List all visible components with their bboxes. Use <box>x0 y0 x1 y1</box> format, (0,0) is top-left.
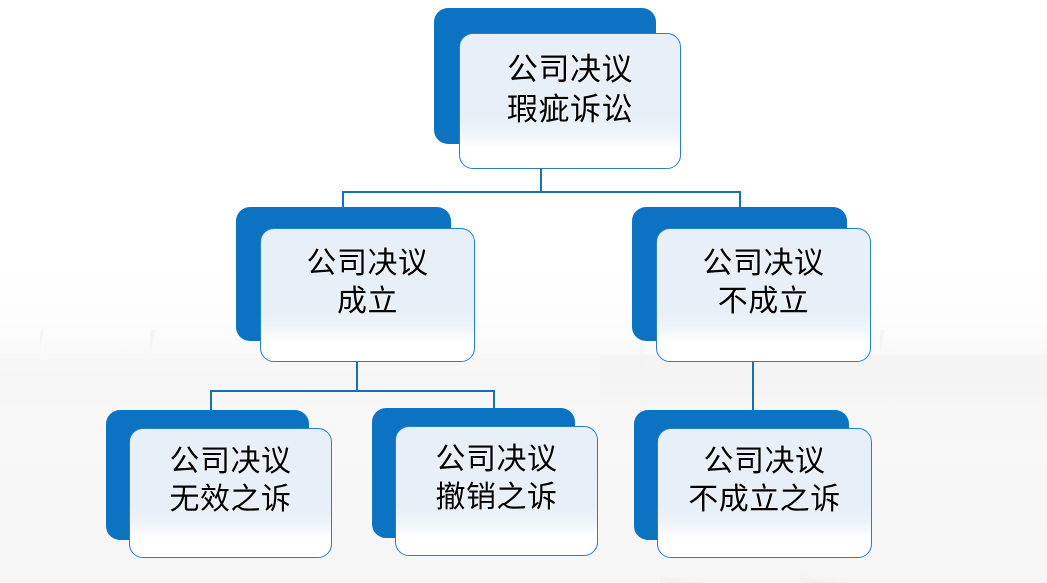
connector-to-level3-b <box>493 390 495 410</box>
connector-to-level3-c <box>752 362 754 410</box>
node-level2-right-line2: 不成立 <box>717 285 810 319</box>
node-level3-b[interactable]: 公司决议撤销之诉 <box>372 408 598 556</box>
node-level3-b-card[interactable]: 公司决议撤销之诉 <box>395 426 598 556</box>
node-level2-left[interactable]: 公司决议成立 <box>236 207 475 362</box>
node-level3-a-line1: 公司决议 <box>169 445 292 478</box>
node-level2-left-line2: 成立 <box>337 285 398 319</box>
connector-level2-left-drop <box>356 362 358 391</box>
connector-level3-bar <box>210 390 495 392</box>
node-root-line1: 公司决议 <box>507 52 633 87</box>
node-root-card[interactable]: 公司决议瑕疵诉讼 <box>459 33 681 169</box>
node-level3-a[interactable]: 公司决议无效之诉 <box>106 410 332 558</box>
node-level2-right-label: 公司决议不成立 <box>703 229 825 322</box>
node-level3-c-line2: 不成立之诉 <box>688 483 841 517</box>
node-level3-b-line1: 公司决议 <box>435 443 558 476</box>
node-level2-left-line1: 公司决议 <box>306 247 429 280</box>
node-root-line2: 瑕疵诉讼 <box>507 91 633 127</box>
node-level2-right-card[interactable]: 公司决议不成立 <box>656 228 871 362</box>
node-level2-right[interactable]: 公司决议不成立 <box>632 207 871 362</box>
node-level2-left-label: 公司决议成立 <box>307 229 429 322</box>
node-level3-c-card[interactable]: 公司决议不成立之诉 <box>657 428 872 558</box>
connector-to-level3-a <box>210 390 212 410</box>
node-root-label: 公司决议瑕疵诉讼 <box>507 34 633 129</box>
node-level2-right-line1: 公司决议 <box>702 247 825 280</box>
node-level3-c-line1: 公司决议 <box>703 445 826 478</box>
connector-level2-bar <box>342 191 741 193</box>
node-level3-a-label: 公司决议无效之诉 <box>170 429 292 520</box>
node-level3-b-label: 公司决议撤销之诉 <box>436 427 558 518</box>
node-level3-c-label: 公司决议不成立之诉 <box>688 429 841 520</box>
node-level3-c[interactable]: 公司决议不成立之诉 <box>634 410 872 558</box>
node-level3-b-line2: 撤销之诉 <box>435 481 558 515</box>
node-level3-a-line2: 无效之诉 <box>169 483 292 517</box>
node-level3-a-card[interactable]: 公司决议无效之诉 <box>129 428 332 558</box>
node-level2-left-card[interactable]: 公司决议成立 <box>260 228 475 362</box>
node-root[interactable]: 公司决议瑕疵诉讼 <box>434 8 681 169</box>
